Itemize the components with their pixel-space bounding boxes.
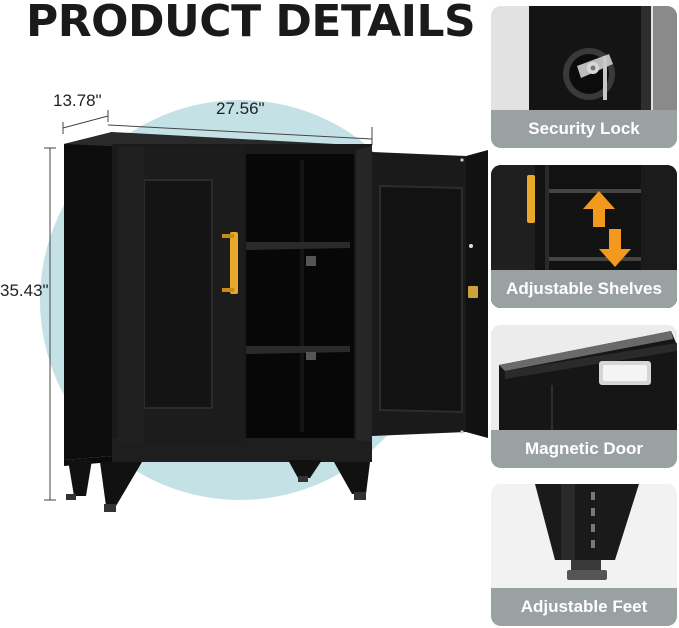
feature-card-security-lock: Security Lock (491, 6, 677, 148)
feature-label: Adjustable Shelves (491, 270, 677, 308)
page-title: PRODUCT DETAILS (26, 0, 476, 47)
feature-label: Adjustable Feet (491, 588, 677, 626)
depth-dimension-label: 13.78" (53, 91, 102, 110)
width-dimension-label: 27.56" (216, 99, 265, 118)
feature-label: Security Lock (491, 110, 677, 148)
feature-card-magnetic-door: Magnetic Door (491, 325, 677, 468)
height-dimension-label: 35.43" (0, 281, 49, 300)
cabinet-illustration (40, 100, 488, 512)
foot-icon (535, 484, 639, 580)
cabinet-legs (66, 460, 370, 512)
feature-card-adjustable-feet: Adjustable Feet (491, 484, 677, 626)
dimension-lines (44, 110, 373, 501)
arrow-down-icon (599, 229, 631, 267)
arrow-up-icon (583, 191, 615, 227)
right-door (356, 146, 488, 442)
door-handle (222, 232, 238, 294)
feature-label: Magnetic Door (491, 430, 677, 468)
left-door (118, 146, 244, 444)
magnet-icon (599, 361, 651, 385)
feature-card-adjustable-shelves: Adjustable Shelves (491, 165, 677, 308)
